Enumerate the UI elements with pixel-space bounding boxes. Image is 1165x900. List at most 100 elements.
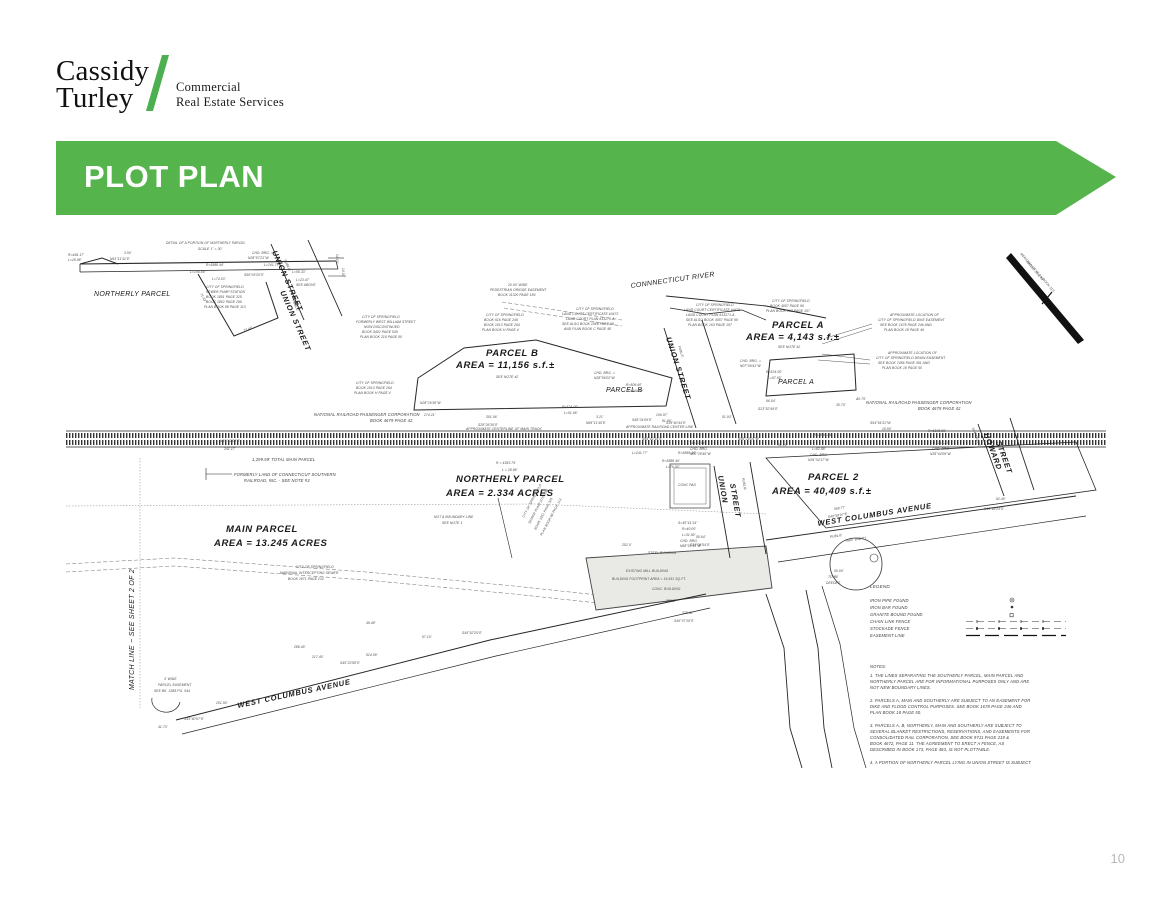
svg-text:L=57.64': L=57.64': [692, 441, 706, 445]
railroad-corridor: NATIONAL RAILROAD PASSENGER CORPORATION …: [66, 400, 1106, 483]
svg-text:288.40': 288.40': [293, 645, 306, 649]
svg-text:L=241.77': L=241.77': [264, 263, 280, 267]
svg-text:S46°48'23"E: S46°48'23"E: [984, 507, 1004, 511]
svg-text:PLAN BOOK 163 PAGE 157: PLAN BOOK 163 PAGE 157: [766, 309, 810, 313]
svg-text:30.75': 30.75': [836, 403, 846, 407]
svg-text:N44°42'19"E: N44°42'19"E: [642, 437, 663, 441]
svg-text:SCALE 1" = 30': SCALE 1" = 30': [198, 247, 222, 251]
svg-text:BOOK 5402 PAGE 539: BOOK 5402 PAGE 539: [362, 330, 398, 334]
note-4-line-1: 4. A PORTION OF NORTHERLY PARCEL LYING I…: [870, 760, 1031, 765]
svg-text:L=441.52': L=441.52': [628, 389, 644, 393]
svg-text:BOOK 4679 PAGE 42: BOOK 4679 PAGE 42: [918, 406, 961, 411]
svg-text:81.00': 81.00': [662, 419, 672, 423]
building-footprint: STEEL BUILDING EXISTING MILL BUILDING BU…: [585, 543, 773, 623]
svg-text:368.77': 368.77': [834, 505, 846, 511]
legend-item-label-1: IRON BAR FOUND: [870, 605, 908, 610]
svg-text:BOOK 1851 PAGE 325: BOOK 1851 PAGE 325: [206, 295, 242, 299]
svg-text:PLAN BOOK 163 PAGE 157: PLAN BOOK 163 PAGE 157: [688, 323, 732, 327]
svg-text:EXISTING MILL BUILDING: EXISTING MILL BUILDING: [626, 569, 669, 573]
svg-text:57.10': 57.10': [422, 635, 432, 639]
svg-text:L=31.90': L=31.90': [682, 533, 696, 537]
svg-text:N28°56'02"W: N28°56'02"W: [594, 376, 616, 380]
svg-text:R=5105.55': R=5105.55': [928, 429, 946, 433]
svg-text:APPROXIMATE CENTERLINE OF MAIN: APPROXIMATE CENTERLINE OF MAIN TRACK: [465, 427, 542, 431]
svg-text:NORTHERLY PARCEL ARE FOR INFOR: NORTHERLY PARCEL ARE FOR INFORMATIONAL P…: [870, 679, 1029, 684]
svg-text:BUILDING FOOTPRINT AREA = 19,4: BUILDING FOOTPRINT AREA = 19,451 SQ.FT.: [612, 577, 686, 581]
svg-text:S45°52'25"E: S45°52'25"E: [462, 631, 482, 635]
note-3-line-1: 3. PARCELS A, B, NORTHERLY, MAIN AND SOU…: [870, 723, 1022, 728]
svg-text:S39°40'44"E: S39°40'44"E: [666, 421, 686, 425]
svg-text:CITY OF SPRINGFIELD: CITY OF SPRINGFIELD: [696, 303, 734, 307]
svg-text:LAND COURT CERTIFICATE #4436: LAND COURT CERTIFICATE #4436: [684, 308, 741, 312]
svg-text:14.51': 14.51': [341, 268, 345, 278]
svg-text:3' WIDE: 3' WIDE: [164, 677, 177, 681]
svg-text:PUBLIC: PUBLIC: [291, 299, 300, 313]
svg-text:CONC PAD: CONC PAD: [678, 483, 696, 487]
svg-text:CHD. BRG. =: CHD. BRG. =: [594, 371, 615, 375]
parcel-b-area: AREA = 11,156 s.f.±: [455, 360, 555, 371]
svg-text:L=82.58': L=82.58': [812, 447, 826, 451]
svg-text:L = 28.86': L = 28.86': [502, 468, 518, 472]
svg-text:14.03': 14.03': [335, 254, 339, 264]
parcel-2-title: PARCEL 2: [808, 472, 859, 483]
legend-item-label-5: EASEMENT LINE: [870, 633, 905, 638]
svg-text:SEWER PUMP STATION: SEWER PUMP STATION: [206, 290, 245, 294]
svg-text:PLAN BOOK 18 PAGE 49: PLAN BOOK 18 PAGE 49: [884, 328, 924, 332]
svg-text:R=456.17': R=456.17': [68, 253, 84, 257]
main-parcel-area: AREA = 13.245 ACRES: [213, 538, 327, 549]
svg-text:L=116.27': L=116.27': [934, 441, 949, 445]
svg-text:AND PLAN BOOK C PAGE 48: AND PLAN BOOK C PAGE 48: [563, 327, 611, 331]
svg-text:R=40.00': R=40.00': [682, 527, 696, 531]
svg-text:STEEL BUILDING: STEEL BUILDING: [648, 551, 677, 555]
union-street-lower: UNION STREET PUBLIC CONC PAD S=45°41'14"…: [669, 461, 767, 559]
svg-text:L=76.00': L=76.00': [666, 465, 680, 469]
svg-text:PLAN BOOK 216 PAGE 50: PLAN BOOK 216 PAGE 50: [360, 335, 402, 339]
svg-text:N35°44'09"W: N35°44'09"W: [930, 452, 952, 456]
svg-text:51.93': 51.93': [722, 415, 732, 419]
svg-text:S46°37'16"E: S46°37'16"E: [674, 619, 694, 623]
svg-text:PLAN BOOK 88 PAGE 113: PLAN BOOK 88 PAGE 113: [204, 305, 246, 309]
svg-text:R=524.00': R=524.00': [562, 405, 578, 409]
notes-block: NOTES: 1. THE LINES SEPARATING THE SOUTH…: [869, 664, 1031, 765]
svg-text:SEE NOTE #2: SEE NOTE #2: [496, 375, 518, 379]
legend-item-label-0: IRON PIPE FOUND: [870, 598, 909, 603]
svg-text:NOT A BOUNDARY LINE: NOT A BOUNDARY LINE: [434, 515, 474, 519]
plot-plan-drawing: MERIDIAN OF PLAN BOOK 313 PAGES 36 & 69 …: [66, 228, 1106, 788]
svg-text:CITY OF SPRINGFIELD: CITY OF SPRINGFIELD: [296, 565, 334, 569]
match-line-label: MATCH LINE ~ SEE SHEET 2 OF 2: [129, 569, 136, 690]
svg-text:CHD. BRG.: CHD. BRG.: [690, 447, 708, 451]
svg-text:CONSOLIDATED RAIL CORPORATION.: CONSOLIDATED RAIL CORPORATION. SEE BOOK …: [870, 735, 1009, 740]
svg-text:R=5888.46': R=5888.46': [206, 263, 224, 267]
svg-text:106.97': 106.97': [656, 413, 668, 417]
svg-text:PARCEL EASEMENT: PARCEL EASEMENT: [158, 683, 192, 687]
logo-line-2: Turley: [56, 82, 134, 114]
svg-text:N28°26'36"W: N28°26'36"W: [420, 401, 442, 405]
parcel-2-area: AREA = 40,409 s.f.±: [771, 486, 872, 497]
svg-text:NOW DISCONTINUED: NOW DISCONTINUED: [364, 325, 400, 329]
parcel-label-northerly-top: NORTHERLY PARCEL: [94, 291, 171, 298]
svg-text:N28°57'21"W: N28°57'21"W: [248, 256, 270, 260]
legend-item-label-2: GRANITE BOUND FOUND: [870, 612, 923, 617]
stockade-fence-icon: [966, 627, 1066, 630]
notes-title: NOTES:: [870, 664, 886, 669]
svg-text:S=45°41'14": S=45°41'14": [678, 521, 698, 525]
svg-text:274.21': 274.21': [423, 413, 436, 417]
logo-tagline: Commercial Real Estate Services: [176, 80, 284, 109]
svg-text:N34°34'17"W: N34°34'17"W: [808, 458, 830, 462]
logo-wordmark: Cassidy Turley: [56, 57, 149, 114]
svg-text:3.00': 3.00': [124, 251, 132, 255]
svg-text:N02°28'46"W: N02°28'46"W: [690, 452, 712, 456]
svg-text:S45°23'58"E: S45°23'58"E: [340, 661, 360, 665]
svg-text:CITY OF SPRINGFIELD: CITY OF SPRINGFIELD: [486, 313, 524, 317]
legend-item-label-4: STOCKADE FENCE: [870, 626, 910, 631]
iron-bar-found-icon: [1010, 605, 1014, 609]
svg-text:CITY OF SPRINGFIELD DIKE EASEM: CITY OF SPRINGFIELD DIKE EASEMENT: [878, 318, 946, 322]
svg-text:SEE ALSO BOOK 4057 PAGE 99: SEE ALSO BOOK 4057 PAGE 99: [686, 318, 738, 322]
svg-text:CONC. BUILDING: CONC. BUILDING: [652, 587, 681, 591]
banner-background: [56, 141, 1116, 215]
svg-text:20.00' WIDE: 20.00' WIDE: [507, 283, 528, 287]
svg-text:PLAN BOOK H PAGE 4: PLAN BOOK H PAGE 4: [482, 328, 519, 332]
svg-text:73.47': 73.47': [243, 326, 254, 333]
svg-text:524.09': 524.09': [366, 653, 378, 657]
iron-pipe-found-icon: [1009, 597, 1015, 603]
